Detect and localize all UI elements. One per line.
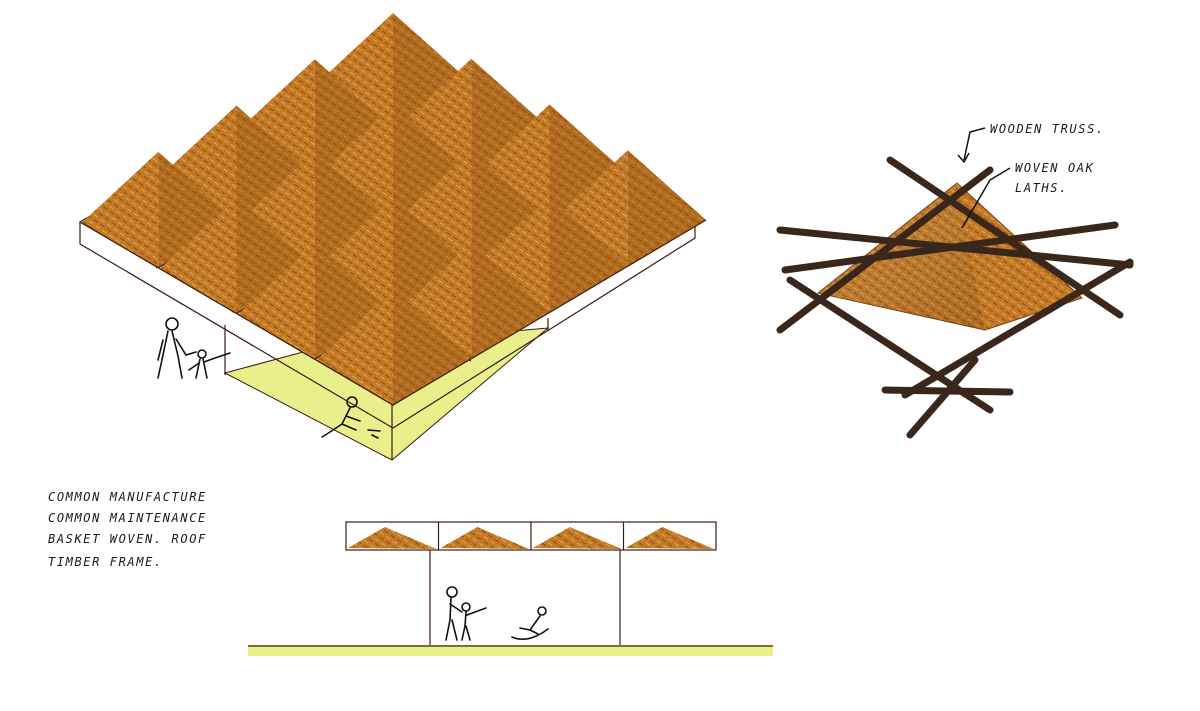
figure-child-walking (188, 349, 231, 379)
single-module-detail: WOODEN TRUSS. WOVEN OAK LATHS. (776, 122, 1134, 439)
woven-canopy-pyramids (81, 13, 707, 406)
canopy-pyramid-face-left (394, 150, 472, 267)
axonometric-canopy-view (78, 13, 707, 461)
canopy-pyramid-face-right (393, 13, 472, 129)
canopy-pyramid-face-left (238, 59, 315, 176)
canopy-pyramid-shadow (393, 105, 472, 221)
note-line-2: COMMON MAINTENANCE (48, 511, 207, 525)
canopy-pyramid-face-right (393, 197, 472, 313)
canopy-pyramid-face-left (159, 197, 237, 314)
canopy-pyramid-face-right (393, 105, 472, 221)
canopy-pyramid-shadow (393, 13, 472, 129)
canopy-pyramid-face-right (549, 196, 628, 313)
canopy-pyramid-face-right (471, 58, 550, 175)
canopy-pyramid-face-left (394, 58, 472, 175)
canopy-pyramid-shadow (236, 105, 315, 222)
section-cone (440, 527, 529, 549)
canopy-cell-edge (316, 358, 472, 406)
support-columns (224, 318, 549, 460)
figure-seated-reading (321, 396, 381, 439)
leader-line-laths (961, 167, 1011, 229)
canopy-pyramid-shadow (158, 151, 237, 268)
note-line-3: BASKET WOVEN. ROOF (48, 532, 207, 546)
wooden-truss-beams (776, 156, 1134, 439)
leader-line-truss (963, 127, 986, 161)
canopy-pyramid-face-left (316, 289, 393, 405)
canopy-pyramid-face-left (238, 151, 315, 268)
canopy-pyramid-shadow (471, 150, 550, 267)
canopy-pyramid-shadow (549, 196, 628, 313)
canopy-pyramid-face-left (316, 13, 393, 129)
canopy-pyramid-face-right (549, 104, 628, 221)
canopy-pyramid-face-right (236, 105, 315, 222)
canopy-pyramid-face-left (551, 150, 628, 267)
canopy-pyramid-face-left (394, 242, 472, 359)
handwritten-notes: COMMON MANUFACTURE COMMON MAINTENANCE BA… (48, 490, 207, 569)
canopy-pyramid-face-right (471, 242, 550, 359)
canopy-pyramid-shadow (393, 197, 472, 313)
canopy-pyramid-shadow (314, 243, 393, 360)
canopy-pyramid-face-right (158, 151, 237, 268)
section-figure-child (461, 602, 487, 641)
canopy-pyramid-shadow (627, 150, 706, 267)
canopy-pyramid-face-right (314, 151, 393, 268)
canopy-pyramid-face-right (236, 197, 315, 314)
canopy-pyramid-face-left (159, 105, 237, 222)
section-cone (348, 527, 437, 549)
figure-adult-walking (157, 317, 197, 379)
canopy-pyramid-face-left (472, 104, 550, 221)
canopy-pyramid-shadow (471, 242, 550, 359)
canopy-pyramid-shadow (236, 197, 315, 314)
note-line-4: TIMBER FRAME. (48, 555, 163, 569)
canopy-pyramid-face-right (471, 150, 550, 267)
canopy-pyramid-face-right (314, 59, 393, 176)
canopy-pyramid-shadow (314, 59, 393, 176)
section-cone (533, 527, 622, 549)
canopy-pyramid-shadow (314, 151, 393, 268)
section-figure-adult (445, 586, 463, 641)
label-wooden-truss: WOODEN TRUSS. (990, 122, 1105, 136)
label-woven-oak-line2: LATHS. (1015, 181, 1068, 195)
canopy-pyramid-face-left (238, 243, 315, 360)
section-figure-rocking-chair (511, 606, 549, 640)
label-woven-oak-line1: WOVEN OAK (1015, 161, 1094, 175)
canopy-pyramid-shadow (471, 58, 550, 175)
canopy-pyramid-face-left (316, 105, 393, 221)
canopy-pyramid-face-right (393, 289, 472, 405)
canopy-pyramid-face-right (314, 243, 393, 360)
canopy-pyramid-face-left (316, 197, 393, 313)
canopy-pyramid-face-left (81, 151, 159, 268)
ground-line (248, 645, 773, 656)
canopy-pyramid-face-right (627, 150, 706, 267)
section-elevation (248, 521, 773, 656)
canopy-pyramid-shadow (549, 104, 628, 221)
canopy-pyramid-face-left (472, 196, 550, 313)
canopy-pyramid-shadow (393, 289, 472, 405)
note-line-1: COMMON MANUFACTURE (48, 490, 207, 504)
section-cone (625, 527, 714, 549)
section-canopy-cones (348, 522, 714, 550)
